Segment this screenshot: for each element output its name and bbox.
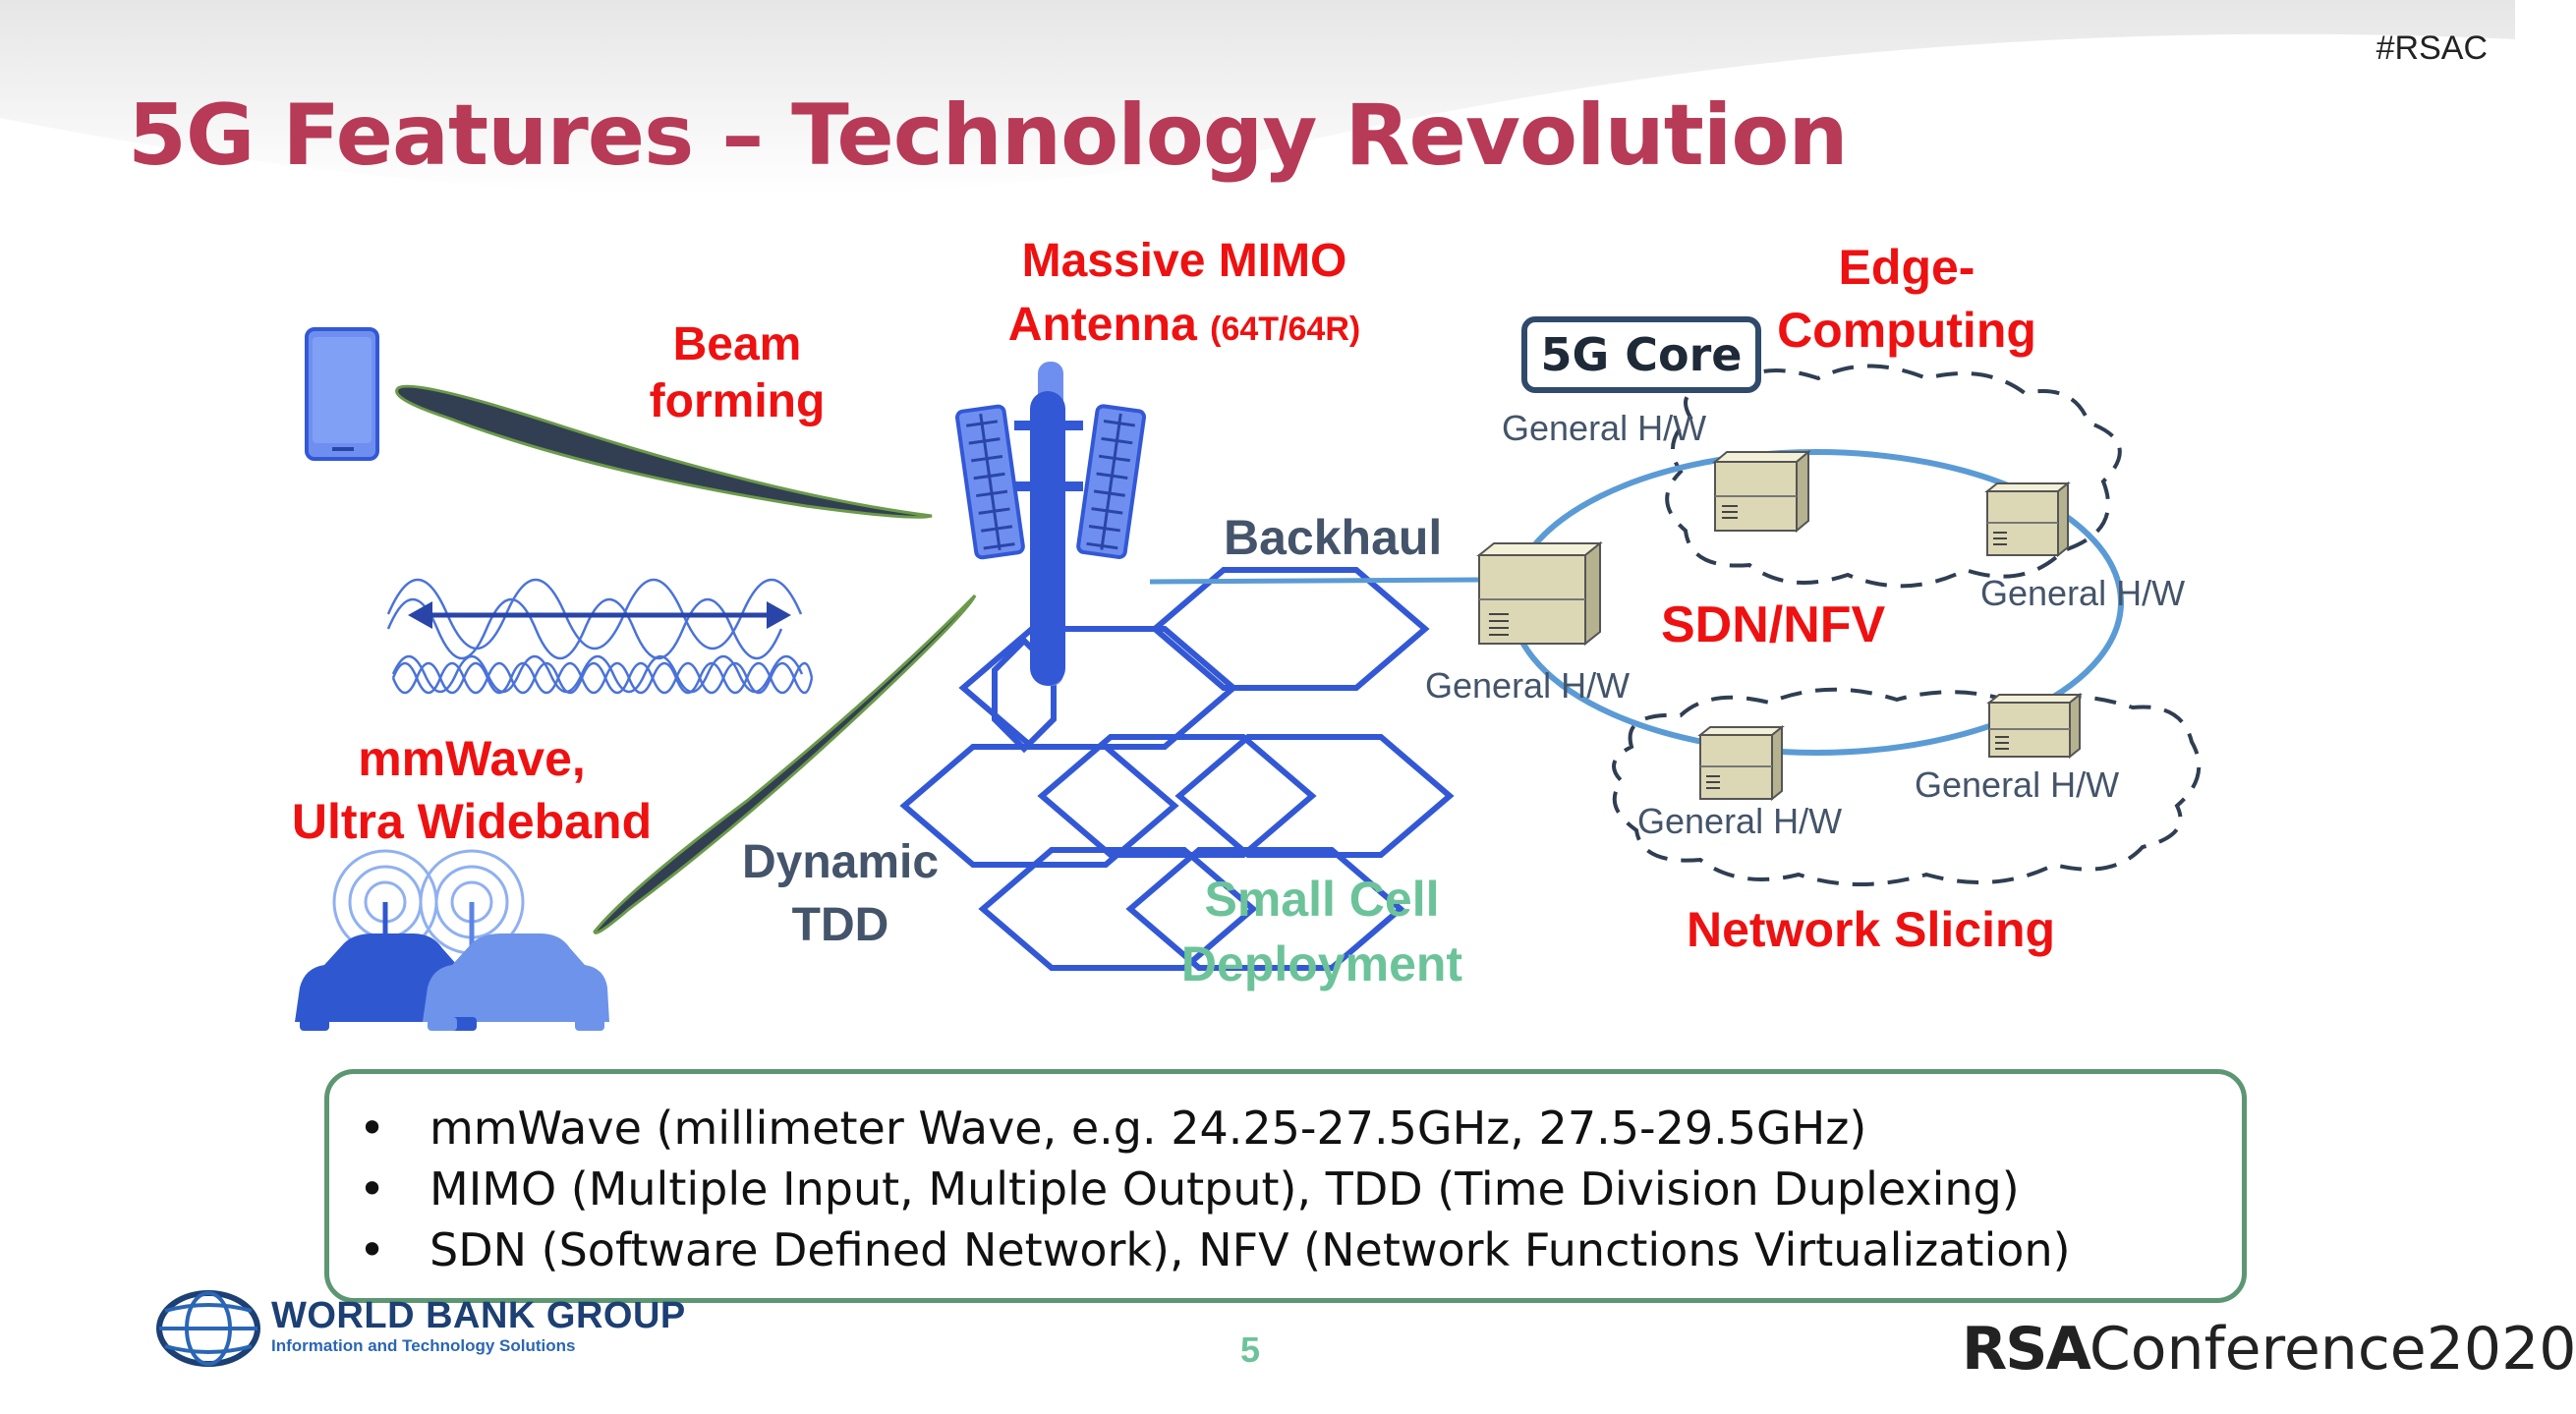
world-bank-subtitle: Information and Technology Solutions <box>271 1336 576 1355</box>
mmwave-label: mmWave,Ultra Wideband <box>291 731 653 849</box>
backhaul-label: Backhaul <box>1224 510 1443 565</box>
sdn-nfv-label: SDN/NFV <box>1661 596 1886 653</box>
massive-mimo-label: Massive MIMO Antenna (64T/64R) <box>1007 235 1361 351</box>
smartphone-icon <box>305 327 379 461</box>
server-icon-edge-1 <box>1712 449 1811 534</box>
server-icon-slice-1 <box>1697 724 1785 802</box>
world-bank-title: WORLD BANK GROUP <box>271 1295 686 1336</box>
general-hw-label: General H/W <box>1980 573 2186 613</box>
note-item: •MIMO (Multiple Input, Multiple Output),… <box>359 1162 2020 1216</box>
connected-cars-icon <box>295 849 609 1031</box>
slide-title: 5G Features – Technology Revolution <box>128 86 1849 185</box>
5g-core-box: 5G Core <box>1521 316 1761 393</box>
edge-computing-label: Edge-Computing <box>1777 240 2036 358</box>
network-slicing-label: Network Slicing <box>1687 902 2056 957</box>
general-hw-label: General H/W <box>1425 665 1631 706</box>
note-item: •SDN (Software Defined Network), NFV (Ne… <box>359 1223 2071 1276</box>
general-hw-label: General H/W <box>1502 408 1707 448</box>
general-hw-label: General H/W <box>1637 801 1843 841</box>
page-number: 5 <box>1240 1329 1261 1370</box>
beam-lobe-icon <box>395 384 933 519</box>
general-hw-label: General H/W <box>1915 764 2120 805</box>
server-icon-slice-2 <box>1986 692 2083 760</box>
waveform-icon <box>386 578 814 695</box>
double-arrow-icon <box>408 601 791 629</box>
edge-cloud-outline <box>1665 364 2122 589</box>
massive-mimo-antenna-icon <box>955 362 1147 686</box>
diagram-graphics <box>295 327 2202 1031</box>
server-icon-main <box>1476 540 1603 647</box>
notes-box: •mmWave (millimeter Wave, e.g. 24.25-27.… <box>324 1069 2247 1303</box>
rsa-conference-logo: RSAConference2020 <box>1962 1315 2576 1384</box>
note-item: •mmWave (millimeter Wave, e.g. 24.25-27.… <box>359 1102 1867 1155</box>
tdd-beam-icon <box>593 594 977 934</box>
server-icon-edge-2 <box>1984 481 2071 558</box>
rsac-hashtag: #RSAC <box>2376 29 2488 67</box>
world-bank-globe-logo <box>156 1290 260 1367</box>
slicing-cloud-outline <box>1612 687 2202 886</box>
small-cell-hexagon-grid-icon <box>899 567 1455 971</box>
background-swoosh <box>0 0 2515 196</box>
backhaul-line <box>1149 577 1480 585</box>
